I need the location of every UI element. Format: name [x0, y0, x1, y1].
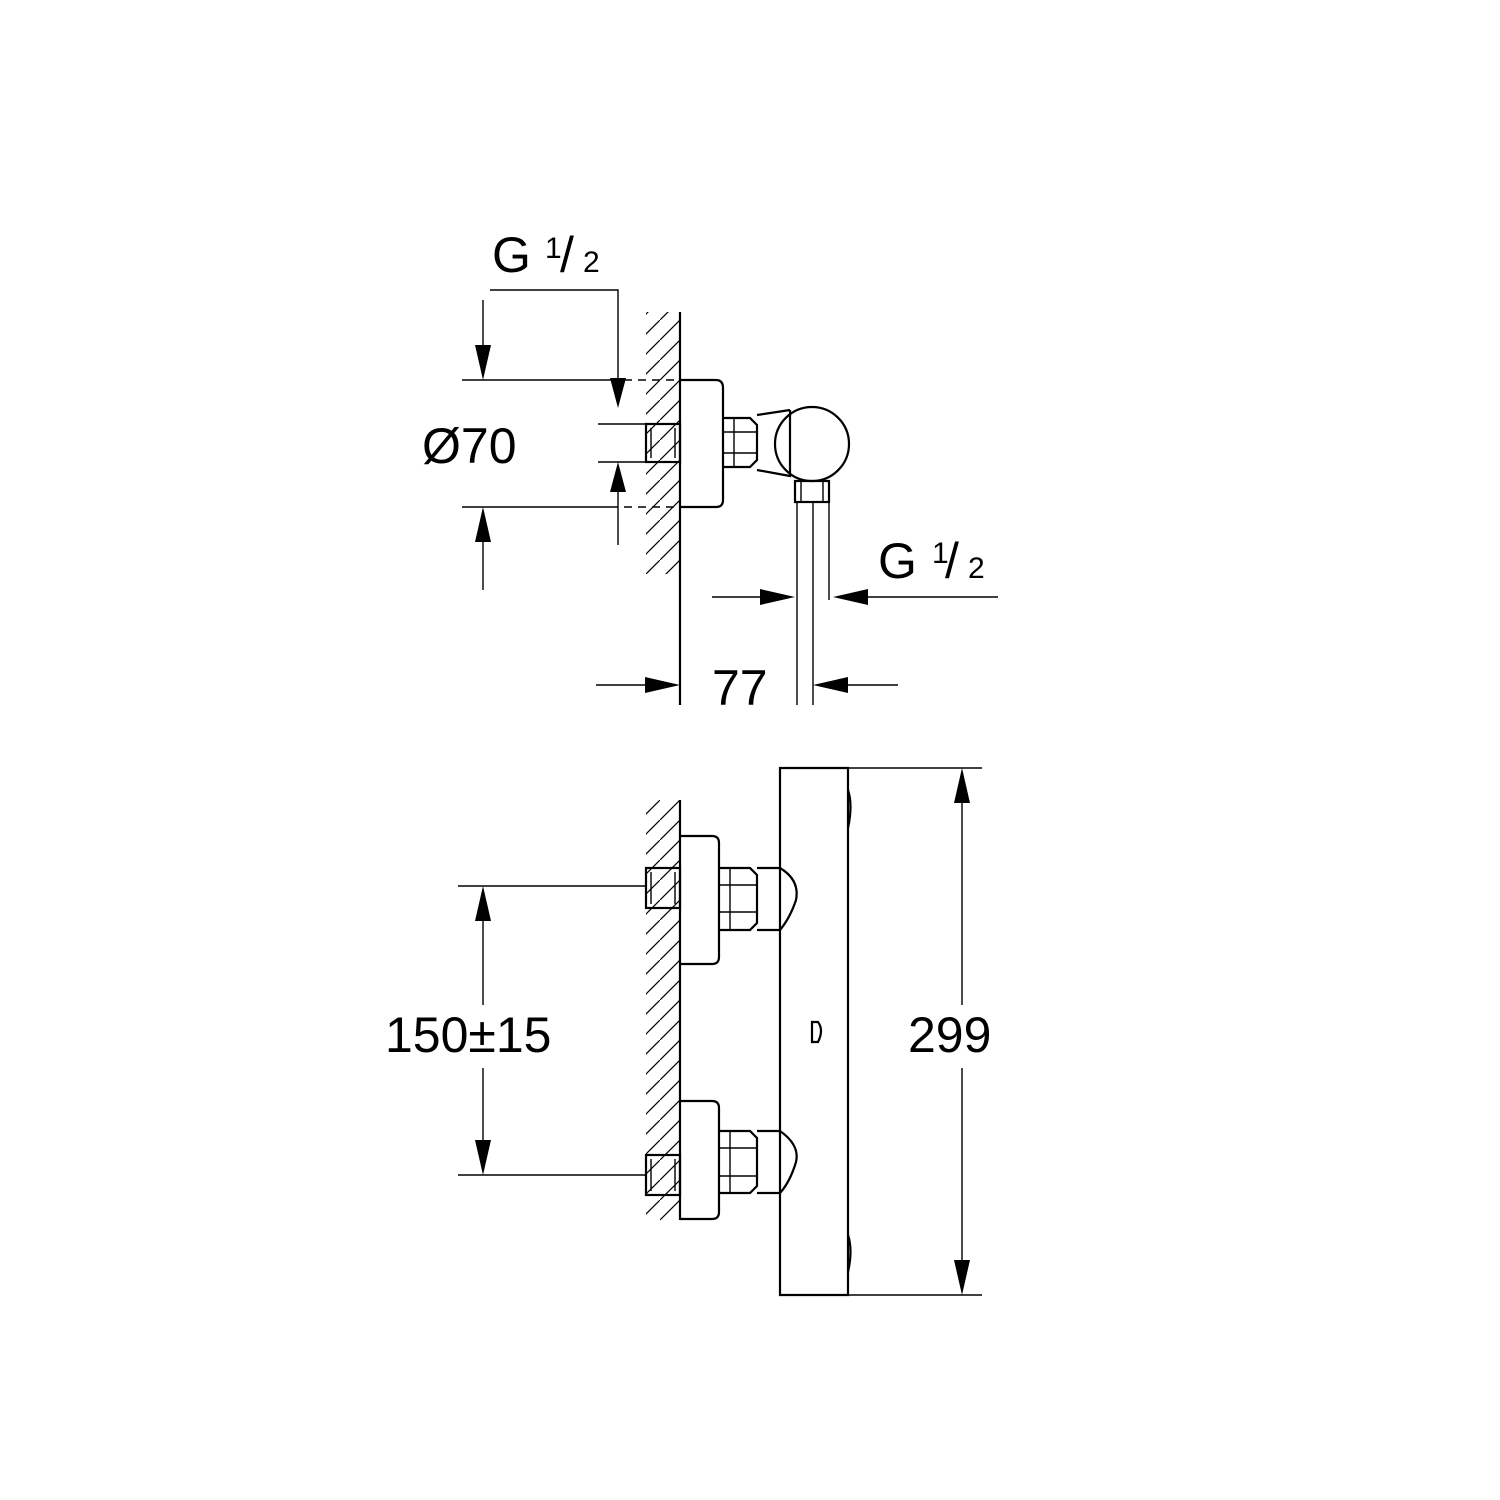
- svg-text:G: G: [878, 533, 917, 589]
- inlet-spacing-dimension: [458, 885, 646, 1176]
- front-view-wall: [646, 800, 682, 1220]
- top-thread-dimension: [490, 289, 626, 545]
- diameter-label: Ø70: [422, 418, 517, 474]
- height-label: 299: [908, 1007, 991, 1063]
- side-view-body: [773, 405, 851, 483]
- front-view: 150±15 299: [385, 766, 991, 1297]
- projection-label: 77: [712, 660, 768, 716]
- side-view-hex-nut: [723, 416, 759, 469]
- side-view-inlet-fitting: [644, 422, 682, 464]
- svg-text:2: 2: [968, 552, 985, 585]
- front-view-lower-rosette: [680, 1099, 721, 1221]
- side-view-wall: [646, 312, 682, 705]
- side-view-rosette: [680, 378, 725, 509]
- top-thread-label: G 1 / 2: [492, 227, 600, 283]
- side-view: G 1 / 2 Ø70 G 1 /: [422, 227, 998, 716]
- height-dimension: [848, 767, 982, 1296]
- front-view-lower-nut: [719, 1129, 798, 1195]
- front-view-upper-inlet: [644, 866, 682, 910]
- projection-dimension: [596, 677, 898, 693]
- side-view-outlet: [793, 479, 831, 705]
- front-view-thermostat-body: [778, 766, 852, 1297]
- svg-text:/: /: [560, 227, 574, 283]
- outlet-thread-label: G 1 / 2: [878, 533, 985, 589]
- inlet-spacing-label: 150±15: [385, 1007, 551, 1063]
- front-view-upper-nut: [719, 866, 798, 932]
- front-view-upper-rosette: [680, 834, 721, 966]
- side-view-connector: [756, 408, 792, 478]
- svg-text:2: 2: [583, 246, 600, 279]
- svg-text:1: 1: [932, 537, 949, 570]
- svg-text:1: 1: [545, 232, 562, 265]
- diameter-dimension: [462, 300, 680, 590]
- svg-text:G: G: [492, 227, 531, 283]
- svg-text:/: /: [945, 533, 959, 589]
- outlet-thread-dimension: [712, 589, 998, 605]
